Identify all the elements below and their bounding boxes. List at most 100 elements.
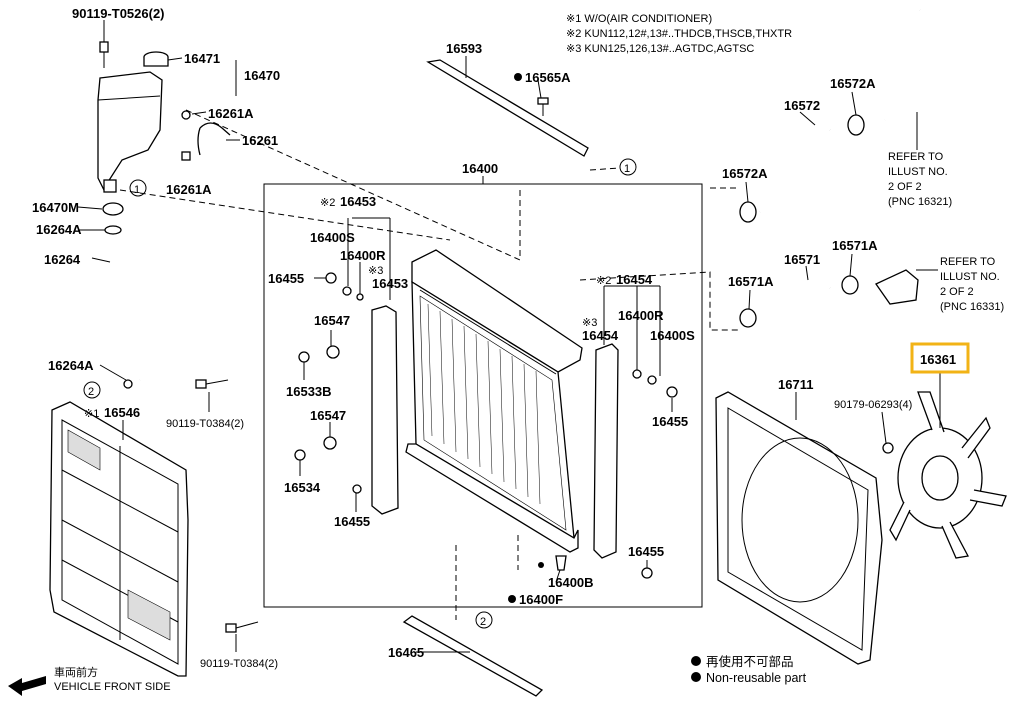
bolt-16455-right[interactable] bbox=[666, 386, 678, 398]
oring-16400S-left[interactable] bbox=[342, 286, 352, 296]
mark-16454-2: ※2 bbox=[596, 275, 611, 287]
svg-text:REFER TO: REFER TO bbox=[940, 256, 996, 268]
gasket-16400F[interactable] bbox=[538, 562, 544, 568]
bolt-90119-T0384-a[interactable] bbox=[195, 379, 229, 389]
highlight-box-16361 bbox=[910, 342, 970, 374]
svg-text:2 OF 2: 2 OF 2 bbox=[888, 181, 922, 193]
clamp-16571A-bot[interactable] bbox=[739, 308, 757, 328]
plug-16400R-left[interactable] bbox=[356, 293, 364, 301]
label-16465[interactable]: 16465 bbox=[388, 645, 424, 660]
label-16470[interactable]: 16470 bbox=[244, 68, 280, 83]
clamp-16571A-top[interactable] bbox=[841, 275, 859, 295]
label-16261A-bot[interactable]: 16261A bbox=[166, 182, 212, 197]
grommet-16470M[interactable] bbox=[102, 202, 124, 216]
label-16470M[interactable]: 16470M bbox=[32, 200, 79, 215]
clip-16264A-bot[interactable] bbox=[123, 379, 133, 389]
label-16711[interactable]: 16711 bbox=[778, 377, 813, 392]
label-16264A-top[interactable]: 16264A bbox=[36, 222, 82, 237]
svg-text:車両前方: 車両前方 bbox=[54, 665, 98, 679]
bolt-16455-lower[interactable] bbox=[641, 567, 653, 579]
label-90179-06293[interactable]: 90179-06293(4) bbox=[834, 399, 912, 411]
hose-16264[interactable] bbox=[112, 239, 160, 381]
seal-16465[interactable] bbox=[402, 615, 544, 697]
upper-support-16593[interactable] bbox=[426, 59, 589, 157]
clip-16261A-bot[interactable] bbox=[181, 151, 191, 161]
label-16571A-top[interactable]: 16571A bbox=[832, 238, 878, 253]
label-16400S-left[interactable]: 16400S bbox=[310, 230, 355, 245]
label-16400F[interactable]: 16400F bbox=[519, 592, 563, 607]
bolt-16455-left[interactable] bbox=[325, 272, 337, 284]
label-16455-right[interactable]: 16455 bbox=[652, 414, 688, 429]
label-16454-top[interactable]: 16454 bbox=[616, 272, 653, 287]
bolt-16455-bot[interactable] bbox=[352, 484, 362, 494]
callout-2-bottom: 2 bbox=[475, 611, 493, 629]
cock-16533B[interactable] bbox=[298, 351, 310, 363]
bolt-90119-T0526[interactable] bbox=[99, 41, 109, 68]
refer-to-16331[interactable]: REFER TO ILLUST NO. 2 OF 2 (PNC 16331) bbox=[940, 256, 1004, 313]
tank-16454[interactable] bbox=[593, 343, 619, 559]
label-90119-T0384-a[interactable]: 90119-T0384(2) bbox=[166, 418, 244, 430]
label-16571A-bot[interactable]: 16571A bbox=[728, 274, 774, 289]
nonreusable-dot-16400F bbox=[508, 595, 516, 603]
cock-16400B[interactable] bbox=[555, 555, 567, 571]
note-1: ※1 W/O(AIR CONDITIONER) bbox=[566, 13, 712, 25]
note-2: ※2 KUN112,12#,13#..THDCB,THSCB,THXTR bbox=[566, 28, 792, 40]
label-16546[interactable]: 16546 bbox=[104, 405, 140, 420]
clip-16264A-top[interactable] bbox=[104, 225, 122, 235]
legend-nonreusable: 再使用不可部品 Non-reusable part bbox=[691, 654, 807, 685]
cock-16534[interactable] bbox=[294, 449, 306, 461]
clamp-16572A-top[interactable] bbox=[847, 114, 865, 136]
svg-text:1: 1 bbox=[624, 163, 630, 175]
svg-text:(PNC 16321): (PNC 16321) bbox=[888, 196, 952, 208]
label-16400[interactable]: 16400 bbox=[462, 161, 498, 176]
radiator-16400[interactable] bbox=[405, 249, 583, 553]
nut-90179-06293[interactable] bbox=[882, 442, 894, 454]
label-16572[interactable]: 16572 bbox=[784, 98, 820, 113]
label-90119-T0384-b[interactable]: 90119-T0384(2) bbox=[200, 658, 278, 670]
hose-16261[interactable] bbox=[199, 122, 231, 136]
oring-16400S-right[interactable] bbox=[647, 375, 657, 385]
label-16533B[interactable]: 16533B bbox=[286, 384, 332, 399]
plug-16547-top[interactable] bbox=[326, 345, 340, 359]
clamp-16572A-bot[interactable] bbox=[739, 201, 757, 223]
label-16261A-top[interactable]: 16261A bbox=[208, 106, 254, 121]
label-16471[interactable]: 16471 bbox=[184, 51, 220, 66]
clip-16565A[interactable] bbox=[537, 97, 549, 116]
label-16455-left[interactable]: 16455 bbox=[268, 271, 304, 286]
label-16261[interactable]: 16261 bbox=[242, 133, 278, 148]
label-16454-mid[interactable]: 16454 bbox=[582, 328, 619, 343]
bolt-90119-T0384-b[interactable] bbox=[225, 621, 259, 633]
tank-16453[interactable] bbox=[371, 305, 399, 515]
plug-16547-bot[interactable] bbox=[323, 436, 337, 450]
label-16534[interactable]: 16534 bbox=[284, 480, 321, 495]
label-16400B[interactable]: 16400B bbox=[548, 575, 594, 590]
label-16400R-left[interactable]: 16400R bbox=[340, 248, 386, 263]
label-16264A-bot[interactable]: 16264A bbox=[48, 358, 94, 373]
label-16453-top[interactable]: 16453 bbox=[340, 194, 376, 209]
label-16455-bot[interactable]: 16455 bbox=[334, 514, 370, 529]
label-16400S-right[interactable]: 16400S bbox=[650, 328, 695, 343]
label-16593[interactable]: 16593 bbox=[446, 41, 482, 56]
label-16453-mid[interactable]: 16453 bbox=[372, 276, 408, 291]
refer-to-16321[interactable]: REFER TO ILLUST NO. 2 OF 2 (PNC 16321) bbox=[888, 151, 952, 208]
label-16571[interactable]: 16571 bbox=[784, 252, 820, 267]
label-16572A-bot[interactable]: 16572A bbox=[722, 166, 768, 181]
clip-16261A-top[interactable] bbox=[181, 110, 191, 120]
fan-16361[interactable] bbox=[889, 391, 1007, 559]
reservoir-tank[interactable] bbox=[97, 51, 169, 193]
label-16547-bot[interactable]: 16547 bbox=[310, 408, 346, 423]
grille-16546[interactable] bbox=[49, 401, 189, 677]
label-16547-top[interactable]: 16547 bbox=[314, 313, 350, 328]
label-90119-T0526[interactable]: 90119-T0526(2) bbox=[72, 6, 165, 21]
label-16565A[interactable]: 16565A bbox=[525, 70, 571, 85]
label-16400R-right[interactable]: 16400R bbox=[618, 308, 664, 323]
fan-shroud-16711[interactable] bbox=[715, 391, 883, 665]
label-16572A-top[interactable]: 16572A bbox=[830, 76, 876, 91]
label-16455-lower[interactable]: 16455 bbox=[628, 544, 664, 559]
label-16264[interactable]: 16264 bbox=[44, 252, 81, 267]
callout-2-left: 2 bbox=[83, 381, 101, 399]
label-16361[interactable]: 16361 bbox=[920, 352, 956, 367]
plug-16400R-right[interactable] bbox=[632, 369, 642, 379]
